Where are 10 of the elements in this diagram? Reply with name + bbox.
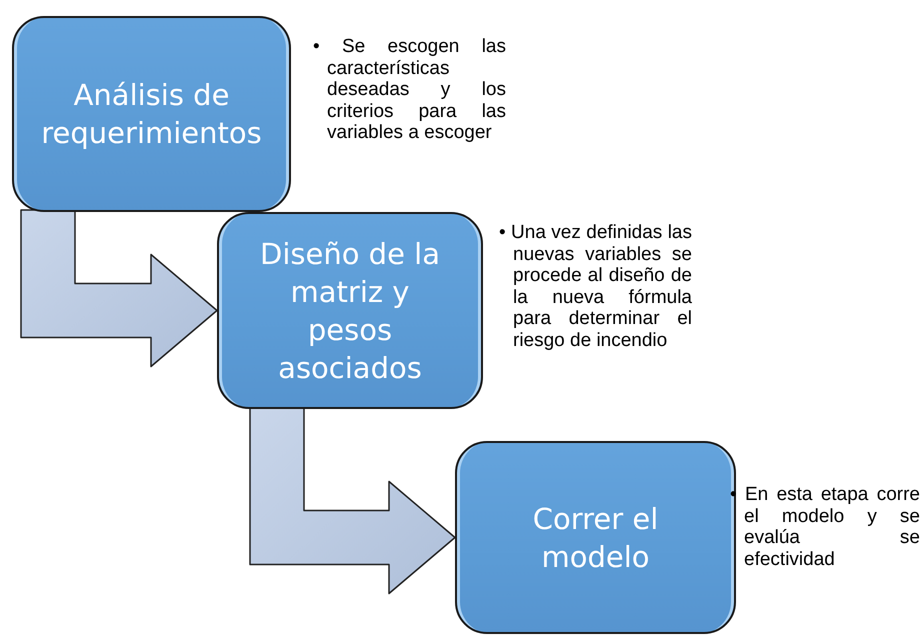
bent-arrow bbox=[20, 209, 218, 368]
bullet-text: • Una vez definidas las nuevas variables se procede al diseño de la nueva fórmula para determinar el riesgo de incendio bbox=[499, 222, 692, 351]
process-box bbox=[12, 16, 291, 212]
process-box bbox=[217, 212, 483, 409]
step-title: Correr el modelo bbox=[532, 500, 660, 576]
step-title: Diseño de la matriz y pesos asociados bbox=[259, 236, 441, 386]
bullet-text: • Se escogen las características deseadas y los criterios para las variables a escoger bbox=[313, 36, 506, 144]
process-box bbox=[455, 441, 736, 634]
bent-arrow bbox=[249, 406, 456, 594]
step-title: Análisis de requerimientos bbox=[41, 77, 262, 152]
